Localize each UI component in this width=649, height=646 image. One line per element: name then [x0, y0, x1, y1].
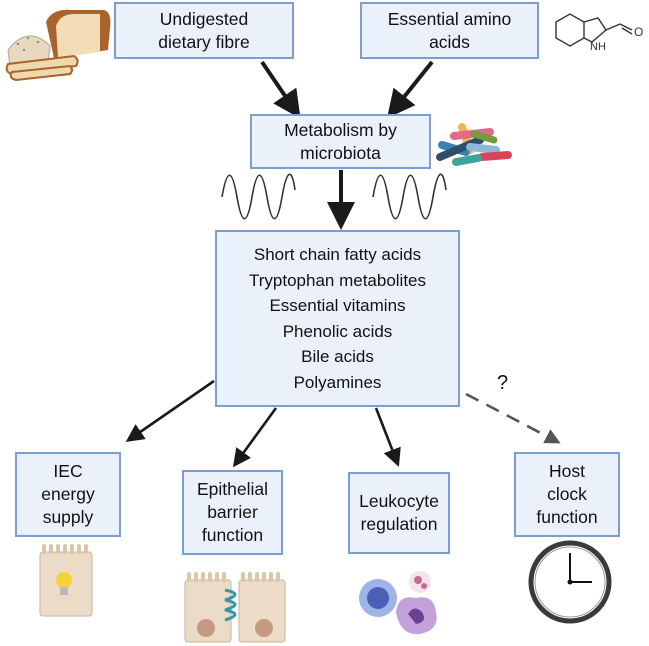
iec-line-2: energy	[41, 484, 95, 505]
leukocytes-icon	[359, 571, 437, 635]
amino-line-2: acids	[429, 31, 470, 52]
iec-line-1: IEC	[53, 461, 83, 482]
fibre-line-1: Undigested	[159, 8, 249, 29]
metabolite-item: Polyamines	[293, 372, 382, 392]
bacteria-icon	[436, 123, 512, 166]
iec-energy-box: IEC energy supply	[15, 452, 121, 537]
epithelial-barrier-box: Epithelial barrier function	[182, 470, 283, 555]
clock-icon	[528, 540, 612, 624]
metabolite-item: Tryptophan metabolites	[248, 270, 427, 290]
wave-icon-right	[372, 173, 447, 220]
clock-line-3: function	[536, 506, 598, 527]
uncertain-link-mark: ?	[497, 372, 509, 394]
wave-icon-left	[221, 173, 296, 220]
barrier-line-1: Epithelial	[196, 479, 269, 500]
fibre-box: Undigested dietary fibre	[114, 2, 294, 59]
tryptophan-molecule-icon	[555, 13, 633, 47]
metabolism-box: Metabolism by microbiota	[250, 114, 431, 169]
fibre-line-2: dietary fibre	[158, 31, 250, 52]
molecule-o-label: O	[634, 25, 643, 39]
molecule-nh-label: NH	[590, 41, 606, 53]
intestinal-epithelial-cell-icon	[39, 544, 93, 617]
arrow-amino-to-metabolism	[387, 60, 434, 119]
metabolite-item: Short chain fatty acids	[253, 245, 422, 264]
leukocyte-line-2: regulation	[360, 514, 438, 534]
metabolite-item: Bile acids	[301, 347, 374, 366]
metabolite-item: Phenolic acids	[282, 321, 393, 341]
host-clock-box: Host clock function	[514, 452, 620, 537]
clock-line-2: clock	[547, 484, 587, 505]
arrow-fibre-to-metabolism	[260, 60, 301, 119]
amino-line-1: Essential amino	[387, 8, 512, 29]
arrow-to-iec	[125, 379, 215, 442]
dashed-arrow-to-clock	[465, 392, 561, 444]
epithelial-barrier-cells-icon	[184, 572, 286, 643]
iec-line-3: supply	[42, 506, 94, 527]
clock-line-1: Host	[549, 461, 585, 482]
metabolism-line-1: Metabolism by	[284, 119, 397, 140]
leukocyte-line-1: Leukocyte	[359, 491, 439, 512]
arrow-to-leukocyte	[374, 407, 401, 467]
barrier-line-3: function	[201, 524, 264, 545]
bread-icon	[5, 9, 111, 82]
barrier-line-2: barrier	[207, 502, 258, 523]
metabolites-box: Short chain fatty acids Tryptophan metab…	[215, 230, 460, 407]
leukocyte-regulation-box: Leukocyte regulation	[348, 472, 450, 554]
metabolite-item: Essential vitamins	[269, 296, 406, 315]
arrow-to-barrier	[232, 407, 278, 468]
metabolism-line-2: microbiota	[300, 142, 381, 163]
amino-acids-box: Essential amino acids	[360, 2, 539, 59]
